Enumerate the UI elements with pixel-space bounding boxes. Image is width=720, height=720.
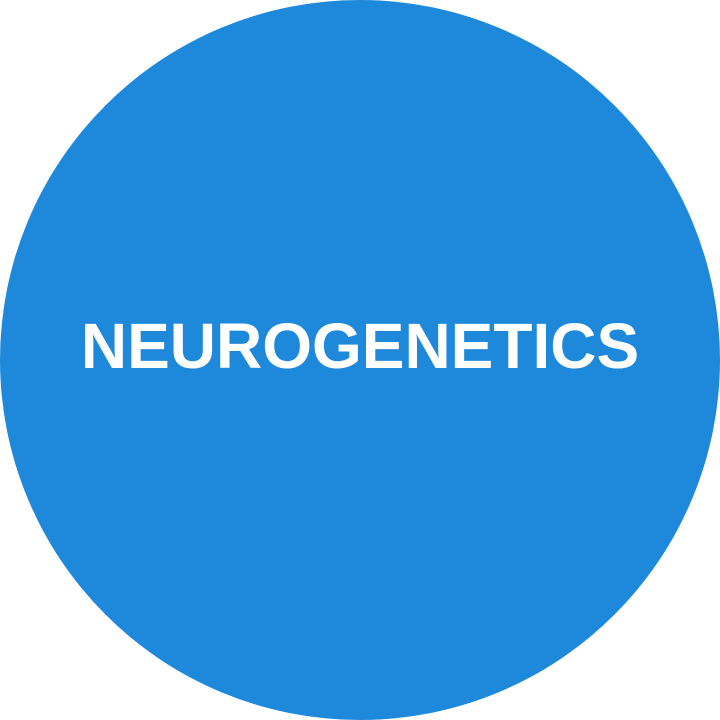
badge-label: NEUROGENETICS [80,310,640,382]
